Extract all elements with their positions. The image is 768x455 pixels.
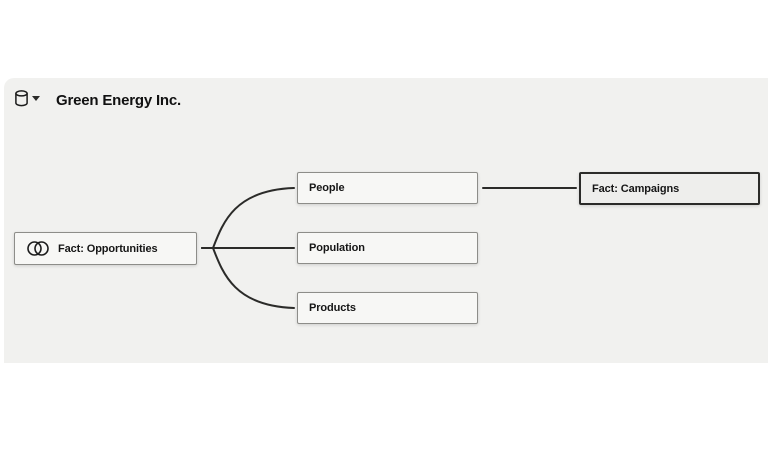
model-header: Green Energy Inc.	[12, 86, 181, 114]
node-label: Products	[309, 302, 356, 314]
node-label: Fact: Campaigns	[592, 182, 680, 195]
edge-opportunities-products	[201, 247, 295, 309]
page-title: Green Energy Inc.	[56, 91, 181, 109]
database-menu-button[interactable]	[12, 88, 42, 112]
edge-opportunities-people	[201, 187, 295, 249]
node-label: Fact: Opportunities	[58, 242, 158, 255]
node-population[interactable]: Population	[297, 232, 478, 264]
node-products[interactable]: Products	[297, 292, 478, 324]
node-fact-campaigns[interactable]: Fact: Campaigns	[579, 172, 760, 205]
node-people[interactable]: People	[297, 172, 478, 204]
venn-overlap-icon	[26, 240, 50, 257]
node-label: Population	[309, 242, 365, 254]
node-fact-opportunities[interactable]: Fact: Opportunities	[14, 232, 197, 265]
database-icon	[14, 90, 29, 110]
chevron-down-icon	[32, 95, 40, 101]
node-label: People	[309, 182, 345, 194]
